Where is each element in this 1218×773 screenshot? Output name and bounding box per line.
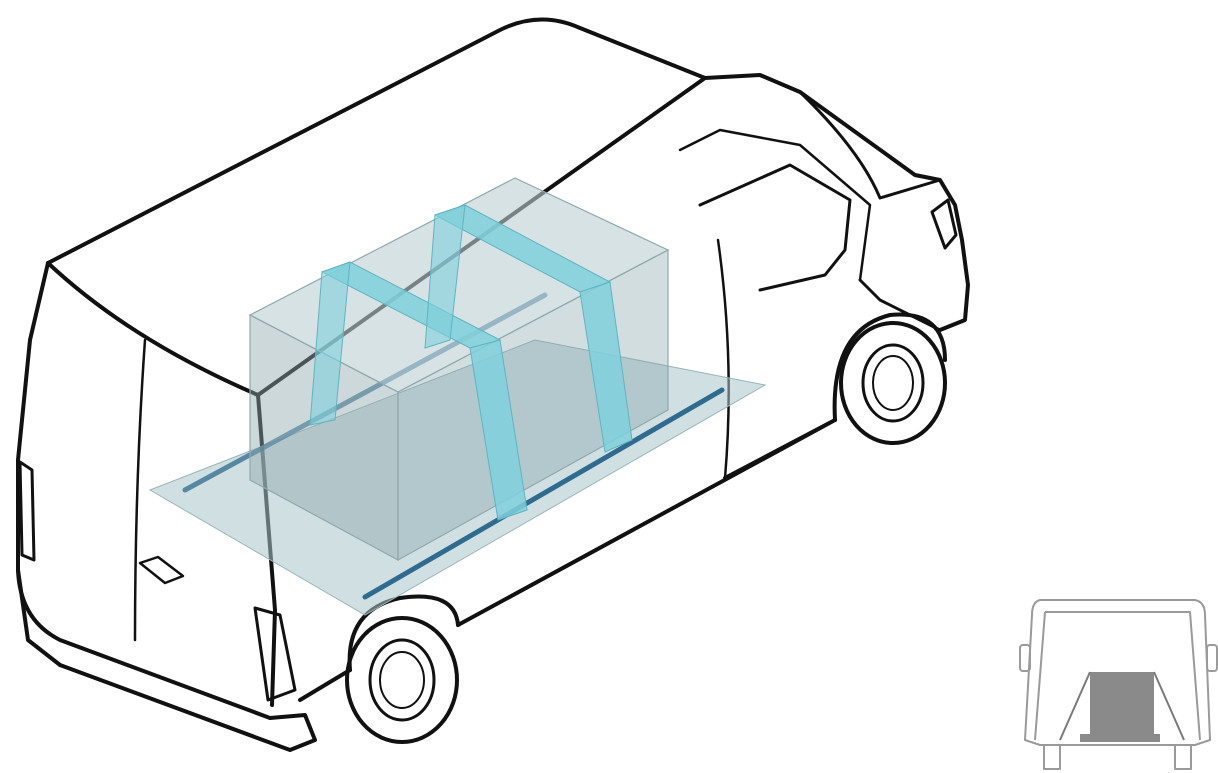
van-rear-view-thumbnail (1020, 600, 1217, 769)
thumbnail-wheel-right (1175, 745, 1191, 769)
van-rear-door-split (135, 340, 145, 640)
van-roof-rear-edge (48, 263, 258, 395)
van-tail-light-left (20, 462, 34, 560)
van-rear-bumper (18, 570, 315, 750)
van-headlight (932, 200, 956, 248)
front-wheel (835, 315, 945, 443)
rear-wheel (347, 597, 458, 742)
thumbnail-wheel-left (1044, 745, 1060, 769)
thumbnail-mirror-right (1207, 645, 1217, 671)
van-window-frame (680, 130, 870, 280)
thumbnail-cargo-box (1090, 672, 1154, 734)
van-sliding-door-line (718, 240, 729, 478)
thumbnail-cargo-base (1080, 734, 1160, 742)
van-rear-handle (140, 557, 183, 583)
